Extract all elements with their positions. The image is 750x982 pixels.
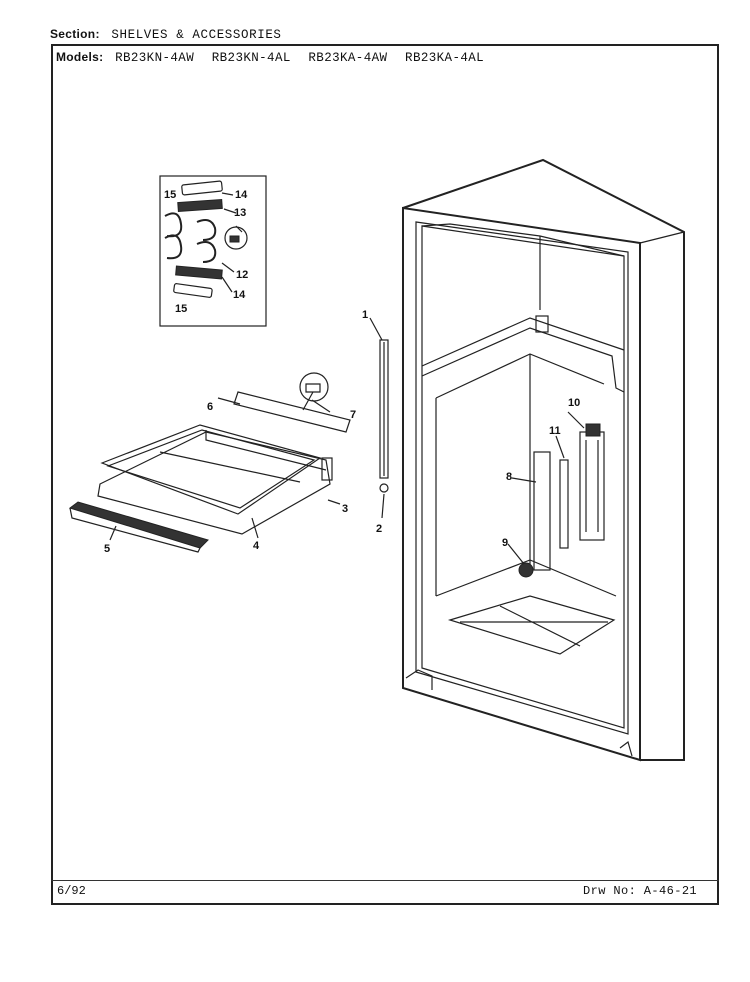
shelf-assembly: 6 7 3 4 5 [68,372,356,555]
vertical-trim: 1 2 [362,309,389,535]
callout-15: 15 [175,303,187,315]
part-12-right [196,219,217,263]
section-label: Section: [50,27,100,41]
freezer-divider [421,317,625,367]
part-13-detail [229,235,240,243]
inset-border [159,175,267,327]
callout-5: 5 [104,543,110,555]
callout-14: 14 [235,189,248,201]
models-header: Models: RB23KN-4AW RB23KN-4AL RB23KA-4AW… [56,50,498,65]
diagram-frame [51,44,719,905]
callout-7: 7 [350,409,356,421]
footer-divider [51,880,719,881]
callout-2: 2 [376,523,382,535]
drawing-date: 6/92 [57,884,86,898]
callout-3: 3 [342,503,348,515]
part-11-duct [559,459,569,549]
part-9-knob [518,562,534,578]
part-10-control [579,431,605,541]
section-title: SHELVES & ACCESSORIES [111,28,282,42]
callout-11: 11 [549,425,561,437]
cabinet-front-face [402,206,641,762]
part-14-top [177,198,223,213]
part-7-clip [299,372,329,402]
refrigerator-cabinet: 10 11 8 9 [402,158,685,762]
part-4-glass [100,424,322,515]
model-number: RB23KA-4AW [308,51,388,65]
part-12-left [164,212,183,260]
cabinet-floor [435,559,617,597]
part-2-screw [379,483,389,493]
part-15-bottom [173,283,213,298]
callout-10: 10 [568,397,580,409]
part-15-top [181,180,223,196]
callout-15: 15 [164,189,176,201]
drawing-number: Drw No: A-46-21 [583,884,698,898]
callout-9: 9 [502,537,508,549]
model-number: RB23KN-4AL [211,51,291,65]
part-6-trim [233,391,351,433]
callout-8: 8 [506,471,512,483]
callout-1: 1 [362,309,368,321]
cabinet-outline [402,158,685,761]
shelf-bracket [321,457,333,481]
model-number: RB23KA-4AL [405,51,485,65]
callout-4: 4 [253,540,260,552]
model-number: RB23KN-4AW [115,51,195,65]
callout-14: 14 [233,289,246,301]
inset-parts-box: 15 14 13 12 14 15 [159,175,267,327]
cabinet-opening [415,221,629,735]
callout-12: 12 [236,269,248,281]
section-header: Section: SHELVES & ACCESSORIES [50,27,282,42]
part-14-bottom [175,265,223,280]
callout-13: 13 [234,207,246,219]
part-8-channel [533,451,551,571]
callout-6: 6 [207,401,213,413]
models-label: Models: [56,50,104,64]
light-switch [535,315,549,333]
part-5-front-trim [68,501,209,549]
